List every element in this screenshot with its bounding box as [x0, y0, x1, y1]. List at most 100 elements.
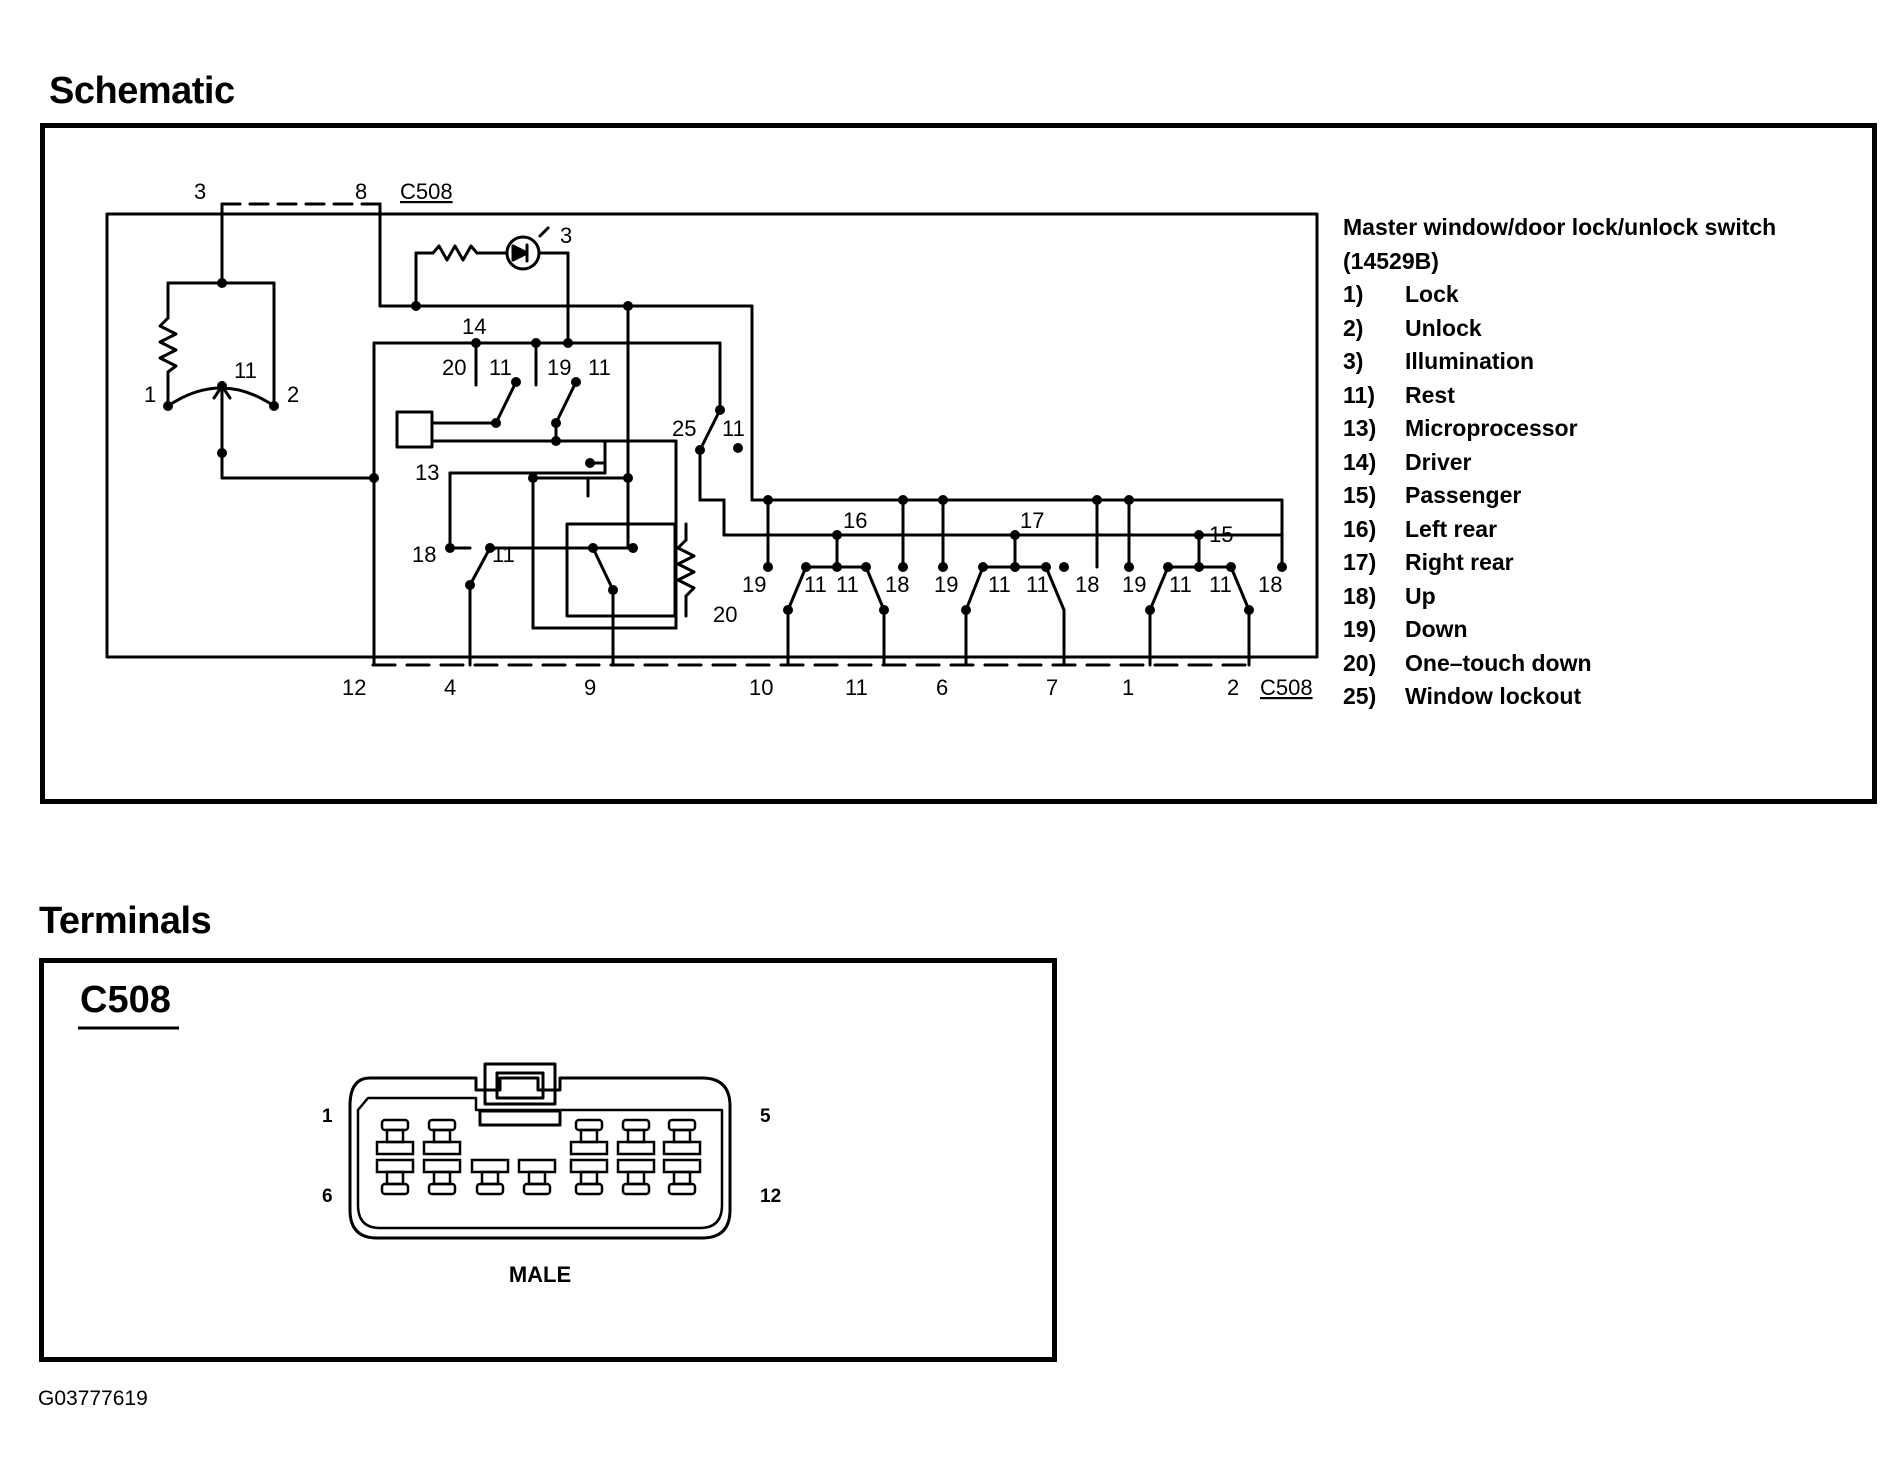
pin-cavity — [380, 1118, 410, 1132]
junction-dots — [163, 278, 1287, 615]
legend: Master window/door lock/unlock switch (1… — [1343, 211, 1776, 714]
legend-item: 19)Down — [1343, 616, 1468, 642]
right-rear-up-label: 18 — [1075, 572, 1099, 597]
pin-cavity — [422, 1140, 462, 1156]
figure-id: G03777619 — [38, 1387, 148, 1410]
bottom-pin-label: 6 — [936, 675, 948, 700]
legend-item: 18)Up — [1343, 582, 1436, 609]
legend-item: 13)Microprocessor — [1343, 415, 1578, 441]
pin-cavity — [432, 1128, 452, 1144]
pin-cavity — [432, 1170, 452, 1186]
right-rear-switch — [964, 533, 1066, 667]
right-rear-rest-b-label: 11 — [1026, 572, 1049, 597]
pin-cavity — [475, 1182, 505, 1196]
left-rear-up-label: 18 — [885, 572, 909, 597]
legend-heading: Master window/door lock/unlock switch — [1343, 214, 1777, 240]
lockout-rest-label: 11 — [722, 416, 745, 441]
bottom-pin-label: 12 — [342, 675, 366, 700]
left-rear-number: 16 — [843, 508, 867, 533]
pin-5-label: 5 — [760, 1106, 771, 1127]
pin-cavity — [616, 1158, 656, 1174]
pin-cavity — [626, 1128, 646, 1144]
illumination-circuit — [378, 202, 754, 345]
schematic-frame — [40, 123, 1877, 804]
legend-item: 15)Passenger — [1343, 482, 1522, 508]
pin-cavity — [569, 1140, 609, 1156]
top-connector-label: C508 — [400, 179, 453, 204]
bottom-pin-label: 4 — [444, 675, 456, 700]
gender-label: MALE — [509, 1262, 571, 1287]
bottom-pin-label: 9 — [584, 675, 596, 700]
lock-unlock-switch — [158, 202, 376, 480]
pin-cavity — [667, 1182, 697, 1196]
pin-cavity — [480, 1170, 500, 1186]
bottom-connector-label: C508 — [1260, 675, 1313, 700]
legend-item: 20)One–touch down — [1343, 649, 1592, 676]
feed-bus — [750, 304, 1284, 569]
legend-item: 1)Lock — [1343, 281, 1459, 307]
one-touch-contact-label: 20 — [442, 355, 466, 380]
pin-cavity — [616, 1140, 656, 1156]
terminals-frame — [39, 958, 1057, 1362]
driver-number: 14 — [462, 314, 486, 339]
schematic-title: Schematic — [49, 70, 235, 112]
legend-item: 14)Driver — [1343, 448, 1472, 475]
left-rear-rest-a-label: 11 — [804, 572, 827, 597]
passenger-switch — [1148, 533, 1251, 667]
pin-cavity — [574, 1182, 604, 1196]
pin-cavity — [522, 1182, 552, 1196]
pin-cavity — [380, 1182, 410, 1196]
passenger-down-label: 19 — [1122, 572, 1146, 597]
bottom-pin-label: 7 — [1046, 675, 1058, 700]
lockout-number: 25 — [672, 416, 696, 441]
driver-rest-a-label: 11 — [489, 355, 512, 380]
lock-rest-label: 11 — [234, 358, 257, 383]
lock-contact-label: 1 — [144, 382, 156, 407]
pin-cavity — [375, 1140, 415, 1156]
switch-housing — [105, 212, 1319, 659]
legend-part-number: (14529B) — [1343, 247, 1439, 274]
driver-down-label: 19 — [547, 355, 571, 380]
legend-item: 11)Rest — [1343, 381, 1455, 408]
pin-cavity — [375, 1158, 415, 1174]
legend-item: 25)Window lockout — [1343, 683, 1582, 709]
pin-12-label: 12 — [760, 1186, 781, 1207]
bottom-pin-label: 1 — [1122, 675, 1134, 700]
driver-up-rest-label: 11 — [492, 542, 515, 567]
pin-cavity — [672, 1170, 692, 1186]
top-pin-b-label: 8 — [355, 179, 367, 204]
illumination-number: 3 — [560, 223, 572, 248]
pin-cavity — [427, 1118, 457, 1132]
left-rear-rest-b-label: 11 — [836, 572, 859, 597]
driver-rest-b-label: 11 — [588, 355, 611, 380]
driver-switch-circuit — [372, 304, 1284, 667]
bottom-pin-label: 11 — [845, 675, 868, 700]
microprocessor-number: 13 — [415, 460, 439, 485]
pin-cavity — [626, 1170, 646, 1186]
pin-cavity — [527, 1170, 547, 1186]
driver-up-label: 18 — [412, 542, 436, 567]
pin-cavity — [579, 1170, 599, 1186]
pin-cavity — [422, 1158, 462, 1174]
legend-item: 3)Illumination — [1343, 348, 1535, 374]
passenger-up-label: 18 — [1258, 572, 1282, 597]
bottom-pin-label: 2 — [1227, 675, 1239, 700]
pin-cavity — [621, 1182, 651, 1196]
terminals-title: Terminals — [39, 900, 212, 942]
pin-cavity — [662, 1140, 702, 1156]
pin-cavity — [621, 1118, 651, 1132]
bottom-pin-label: 10 — [749, 675, 773, 700]
pin-cavity — [574, 1118, 604, 1132]
left-rear-down-label: 19 — [742, 572, 766, 597]
one-touch-relay-label: 20 — [713, 602, 737, 627]
left-rear-switch — [786, 533, 886, 667]
top-pin-a-label: 3 — [194, 179, 206, 204]
pin-cavity — [672, 1128, 692, 1144]
right-rear-rest-a-label: 11 — [988, 572, 1011, 597]
pin-1-label: 1 — [322, 1106, 333, 1127]
legend-item: 2)Unlock — [1343, 314, 1482, 341]
right-rear-down-label: 19 — [934, 572, 958, 597]
pin-cavity — [385, 1128, 405, 1144]
unlock-contact-label: 2 — [287, 382, 299, 407]
